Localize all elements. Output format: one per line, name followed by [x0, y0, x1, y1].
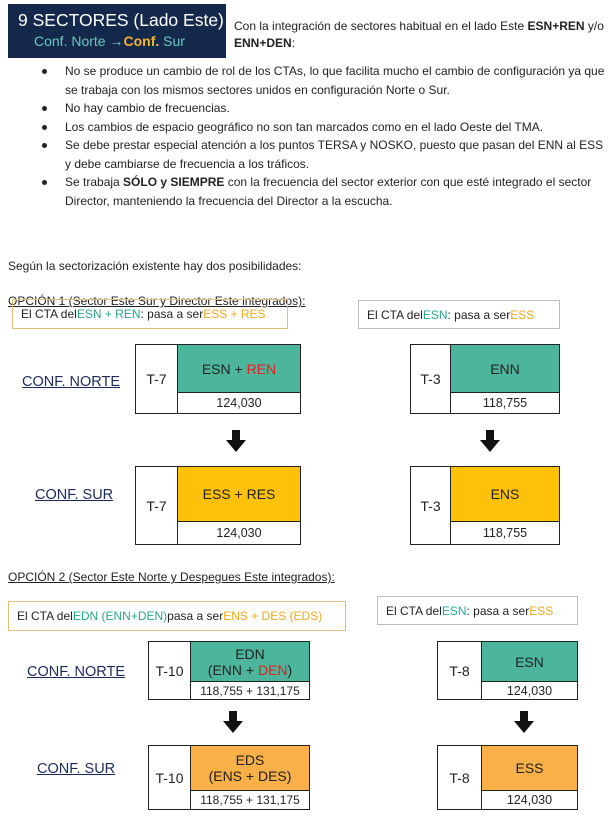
note-to: ESS	[529, 603, 554, 618]
sector-frequency: 124,030	[216, 396, 262, 410]
intro-mid: y/o	[584, 19, 604, 33]
intro-bold-2: ENN+DEN	[234, 36, 292, 50]
sector-tag: T-3	[411, 467, 451, 544]
list-item: No hay cambio de frecuencias.	[8, 99, 612, 118]
sector-t8-south: T-8 ESS 124,030	[437, 745, 578, 810]
intro-pre: Con la integración de sectores habitual …	[234, 19, 528, 33]
possibilities-text: Según la sectorización existente hay dos…	[8, 259, 302, 273]
sector-name-part: ESN +	[201, 360, 247, 377]
conf-sur-label: CONF. SUR	[35, 487, 114, 503]
sector-t10-north: T-10 EDN (ENN + DEN) 118,755 + 131,175	[148, 641, 310, 700]
sector-tag: T-8	[438, 746, 482, 809]
sector-tag: T-7	[136, 345, 178, 413]
note-text: : pasa a ser	[447, 307, 511, 322]
note-from: ESN	[422, 307, 448, 322]
option2-note-right: El CTA del ESN : pasa a ser ESS	[377, 596, 578, 625]
sector-name: ESS	[482, 746, 577, 791]
option2-title: OPCIÓN 2 (Sector Este Norte y Despegues …	[8, 570, 335, 584]
note-text: El CTA del	[17, 609, 73, 623]
bullet5-pre: Se trabaja	[65, 175, 124, 189]
note-text: El CTA del	[367, 307, 423, 322]
sector-name-red: REN	[246, 360, 277, 377]
intro-bold-1: ESN+REN	[527, 19, 585, 33]
intro-post: :	[291, 36, 296, 50]
conf-sur-label: CONF. SUR	[37, 761, 116, 777]
note-from: ESN + REN	[76, 307, 141, 321]
sector-name: ESS + RES	[178, 467, 300, 522]
note-text: El CTA del	[21, 307, 77, 321]
sector-t3-north: T-3 ENN 118,755	[410, 344, 560, 414]
sector-name-line1: EDS	[235, 752, 265, 768]
sector-tag: T-10	[149, 746, 191, 809]
subtitle-highlight: Conf.	[123, 33, 160, 49]
conf-norte-label: CONF. NORTE	[22, 374, 121, 390]
sector-name: ESN	[482, 642, 577, 682]
sector-name-part: )	[287, 661, 293, 678]
sector-frequency: 118,755 + 131,175	[200, 793, 300, 807]
sector-tag: T-3	[411, 345, 451, 413]
sector-t10-south: T-10 EDS (ENS + DES) 118,755 + 131,175	[148, 745, 310, 810]
sector-name: ENS	[451, 467, 559, 522]
note-from: EDN (ENN+DEN)	[72, 609, 168, 623]
bullet-list: No se produce un cambio de rol de los CT…	[8, 62, 612, 210]
sector-name: EDS (ENS + DES)	[191, 746, 309, 791]
sector-t3-south: T-3 ENS 118,755	[410, 466, 560, 545]
intro-text: Con la integración de sectores habitual …	[234, 18, 614, 52]
sector-name: ENN	[451, 345, 559, 393]
sector-tag: T-10	[149, 642, 191, 699]
sector-frequency: 124,030	[506, 683, 553, 698]
option2-note-left: El CTA del EDN (ENN+DEN) pasa a ser ENS …	[8, 601, 346, 631]
sector-name: ESN + REN	[178, 345, 300, 393]
bullet5-bold: SÓLO y SIEMPRE	[123, 175, 225, 189]
page-title: 9 SECTORES (Lado Este)	[18, 10, 224, 30]
subtitle-text: Conf. Norte →	[34, 33, 124, 49]
note-from: ESN	[441, 603, 467, 618]
sector-frequency: 118,755	[482, 396, 528, 410]
sector-tag: T-7	[136, 467, 178, 544]
note-text: : pasa a ser	[466, 603, 530, 618]
title-badge: 9 SECTORES (Lado Este) Conf. Norte →Conf…	[8, 4, 226, 58]
note-to: ESS + RES	[203, 307, 266, 321]
sector-t7-north: T-7 ESN + REN 124,030	[135, 344, 301, 414]
sector-name-red: DEN	[257, 661, 288, 678]
note-text: : pasa a ser	[140, 307, 204, 321]
list-item: Los cambios de espacio geográfico no son…	[8, 118, 612, 137]
conf-norte-label: CONF. NORTE	[27, 664, 126, 680]
page-subtitle: Conf. Norte →Conf. Sur	[18, 31, 218, 51]
sector-name-line2: (ENN + DEN)	[208, 662, 292, 678]
bullet5-post: con la frecuencia del sector exterior co…	[65, 175, 592, 208]
list-item: No se produce un cambio de rol de los CT…	[8, 62, 612, 99]
sector-name-part: (ENN +	[207, 661, 258, 678]
list-item: Se debe prestar especial atención a los …	[8, 136, 612, 173]
sector-frequency: 118,755	[482, 526, 528, 540]
sector-frequency: 124,030	[506, 793, 553, 807]
sector-name-line2: (ENS + DES)	[208, 768, 292, 784]
sector-t8-north: T-8 ESN 124,030	[437, 641, 578, 700]
note-text: pasa a ser	[167, 609, 224, 623]
sector-t7-south: T-7 ESS + RES 124,030	[135, 466, 301, 545]
list-item: Se trabaja SÓLO y SIEMPRE con la frecuen…	[8, 173, 612, 210]
note-text: El CTA del	[386, 603, 442, 618]
note-to: ENS + DES (EDS)	[223, 609, 323, 623]
note-to: ESS	[510, 307, 535, 322]
subtitle-end: Sur	[159, 33, 185, 49]
sector-name: EDN (ENN + DEN)	[191, 642, 309, 682]
sector-frequency: 124,030	[216, 526, 262, 540]
option1-note-left: El CTA del ESN + REN: pasa a ser ESS + R…	[12, 299, 288, 329]
option1-note-right: El CTA del ESN : pasa a ser ESS	[358, 300, 560, 329]
sector-frequency: 118,755 + 131,175	[200, 683, 300, 698]
sector-name-line1: EDN	[235, 645, 265, 662]
option1-title: OPCIÓN 1 (Sector Este Sur y Director Est…	[8, 294, 306, 308]
sector-tag: T-8	[438, 642, 482, 699]
